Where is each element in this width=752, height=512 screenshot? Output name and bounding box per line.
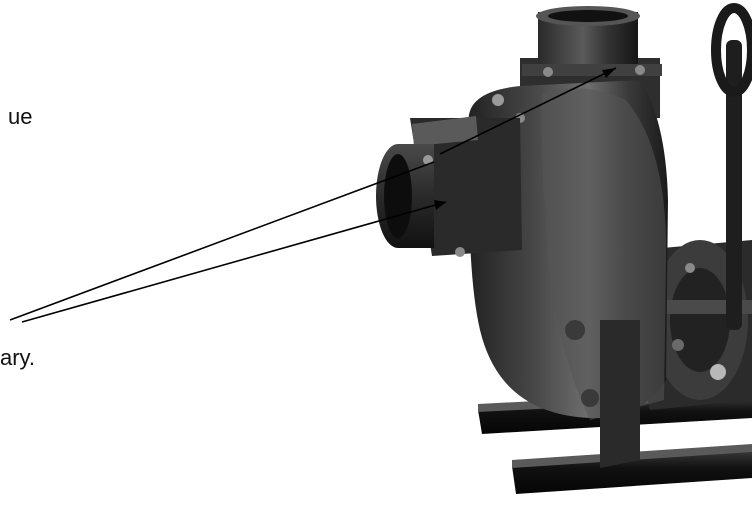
suction-inlet: [376, 116, 522, 257]
caption-fragment-top: ue: [8, 104, 33, 129]
lifting-handle: [711, 3, 752, 330]
caption-fragment-bottom: ary.: [0, 345, 36, 370]
arrow-heads: [434, 68, 616, 210]
leader-lines: [9, 67, 617, 323]
